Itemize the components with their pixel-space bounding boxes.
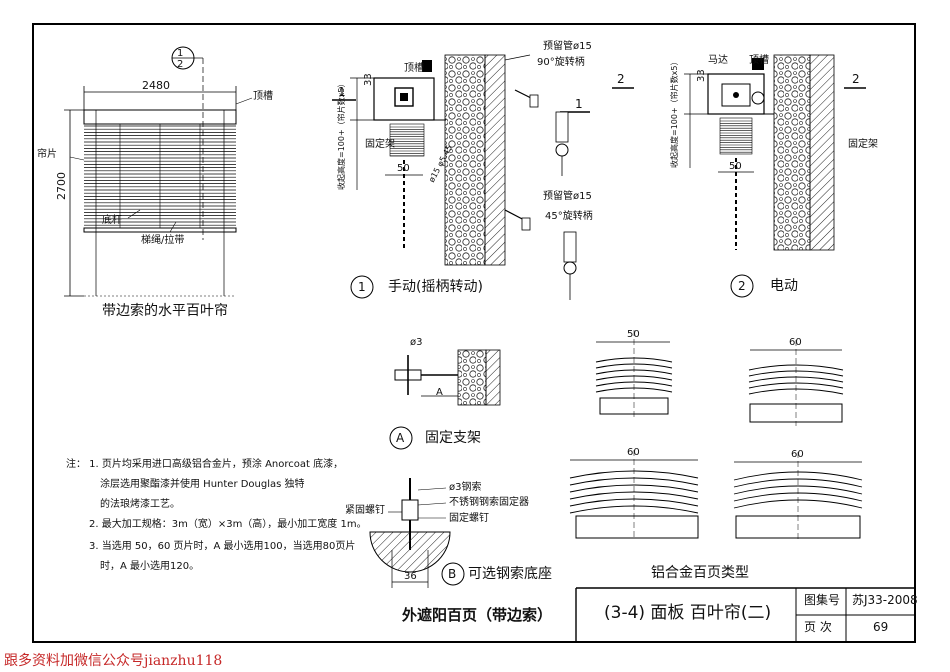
slat-dim-d: 60	[791, 449, 804, 460]
detail-b-caption: 可选钢索底座	[468, 566, 552, 582]
electric-dim-33: 33	[696, 69, 707, 82]
manual-circle-number: 1	[358, 280, 366, 294]
section-mark-1-left: 1	[338, 85, 346, 99]
detail-electric	[612, 54, 866, 298]
page-value: 69	[873, 620, 889, 634]
elevation-caption: 带边索的水平百叶帘	[102, 303, 228, 319]
cord-label: 梯绳/拉带	[141, 235, 185, 246]
detail-b	[369, 478, 465, 588]
slat-dim-a: 50	[627, 329, 640, 340]
note-line-3: 的法琅烤漆工艺。	[100, 499, 180, 510]
blind-elevation	[64, 46, 253, 297]
note-line-5: 3. 当选用 50，60 页片时，A 最小选用100，当选用80页片	[89, 541, 356, 552]
detail-a-dim-a: A	[436, 387, 443, 398]
electric-top-rail-label: 顶槽	[749, 55, 769, 66]
main-caption: 外遮阳百页（带边索）	[402, 606, 553, 624]
section-mark-2-right: 2	[852, 72, 860, 86]
motor-label: 马达	[708, 55, 728, 66]
manual-fixed-bracket: 固定架	[365, 139, 395, 150]
tight-screw-label: 紧固螺钉	[345, 505, 385, 516]
detail-manual	[332, 54, 590, 300]
manual-dim-50: 50	[397, 163, 410, 174]
section-mark-2-left: 2	[617, 72, 625, 86]
title-block	[575, 587, 915, 642]
height-dimension: 2700	[55, 172, 68, 200]
screw-label: 固定螺钉	[449, 513, 489, 524]
sheet-border	[32, 23, 916, 643]
fixer-label: 不锈钢钢索固定器	[449, 497, 529, 508]
atlas-value: 苏J33-2008	[852, 593, 918, 607]
slat-dim-c: 60	[627, 447, 640, 458]
note-line-4: 2. 最大加工规格：3m（宽）×3m（高），最小加工宽度 1m。	[89, 519, 367, 530]
electric-dim-50: 50	[729, 161, 742, 172]
note-line-6: 时，A 最小选用120。	[100, 561, 200, 572]
crank-45-label: 45°旋转柄	[545, 211, 593, 222]
atlas-label: 图集号	[804, 593, 841, 607]
electric-stack-height: 收起高度=100+（帘片数x5）	[670, 57, 679, 169]
manual-top-rail-label: 顶槽	[404, 63, 424, 74]
detail-a-caption: 固定支架	[425, 430, 481, 446]
note-line-2: 涂层选用聚酯漆并使用 Hunter Douglas 独特	[100, 479, 305, 490]
manual-stack-height: 收起高度=100+（帘片数x5）	[337, 79, 346, 191]
conduit-top-label: 预留管ø15	[543, 41, 592, 52]
top-rail-label: 顶槽	[253, 91, 273, 102]
manual-dim-33: 33	[363, 73, 374, 86]
conduit-bottom-label: 预留管ø15	[543, 191, 592, 202]
manual-caption: 手动(摇柄转动)	[388, 279, 483, 295]
cable-label: ø3钢索	[449, 482, 482, 493]
electric-fixed-bracket: 固定架	[848, 139, 878, 150]
page-label: 页 次	[804, 620, 832, 634]
crank-90-label: 90°旋转柄	[537, 57, 585, 68]
detail-b-dim-36: 36	[404, 571, 417, 582]
slat-label: 帘片	[37, 149, 57, 160]
footer-watermark-text: 跟多资料加微信公众号jianzhu118	[4, 653, 223, 669]
detail-a	[389, 349, 501, 450]
slat-dim-b: 60	[789, 337, 802, 348]
detail-b-circle-letter: B	[448, 567, 457, 581]
slat-types-caption: 铝合金百页类型	[651, 565, 749, 581]
tag-number: 1 2	[177, 48, 184, 70]
section-mark-1-right: 1	[575, 97, 583, 111]
electric-circle-number: 2	[738, 279, 746, 293]
slat-types	[569, 330, 863, 540]
bottom-rail-label: 底杆	[102, 215, 122, 226]
detail-a-dim-phi: ø3	[410, 337, 423, 348]
drawing-title: (3-4) 面板 百叶帘(二)	[604, 603, 772, 623]
note-line-1: 注： 1. 页片均采用进口高级铝合金片，预涂 Anorcoat 底漆，	[66, 459, 344, 470]
electric-caption: 电动	[770, 278, 798, 294]
width-dimension: 2480	[142, 79, 170, 92]
detail-a-circle-letter: A	[396, 431, 405, 445]
